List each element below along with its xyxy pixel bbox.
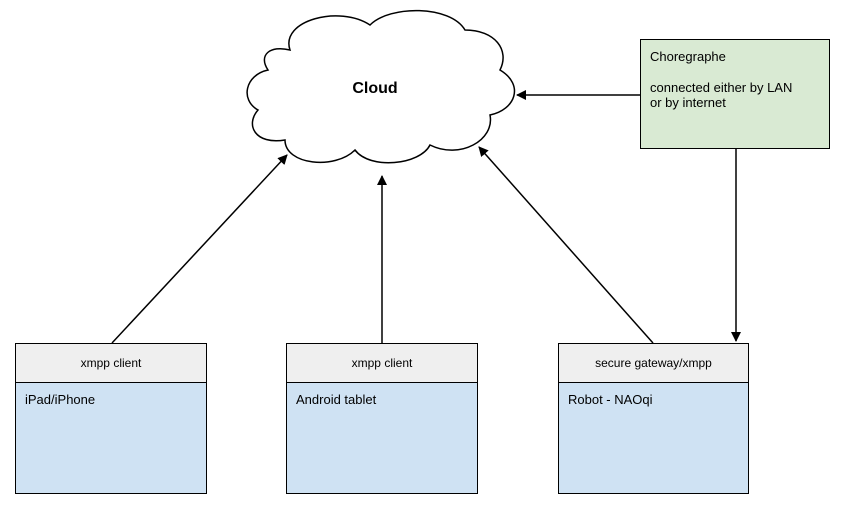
cloud-shape bbox=[246, 9, 516, 164]
arrow-robot-to-cloud bbox=[478, 146, 654, 344]
choregraphe-note-line1: connected either by LAN bbox=[650, 80, 793, 95]
cloud-label: Cloud bbox=[352, 80, 398, 97]
client-header: xmpp client bbox=[287, 344, 477, 383]
client-body: Robot - NAOqi bbox=[568, 392, 653, 407]
client-header: secure gateway/xmpp bbox=[559, 344, 748, 383]
client-body: Android tablet bbox=[296, 392, 377, 407]
arrow-ipad-to-cloud bbox=[111, 154, 288, 344]
client-header: xmpp client bbox=[16, 344, 206, 383]
choregraphe-title: Choregraphe bbox=[650, 49, 726, 64]
client-box-ipad: xmpp client iPad/iPhone bbox=[15, 343, 207, 494]
choregraphe-box: Choregraphe connected either by LAN or b… bbox=[640, 39, 830, 149]
client-body: iPad/iPhone bbox=[25, 392, 96, 407]
choregraphe-note-line2: or by internet bbox=[650, 95, 726, 110]
client-box-robot: secure gateway/xmpp Robot - NAOqi bbox=[558, 343, 749, 494]
client-box-android: xmpp client Android tablet bbox=[286, 343, 478, 494]
